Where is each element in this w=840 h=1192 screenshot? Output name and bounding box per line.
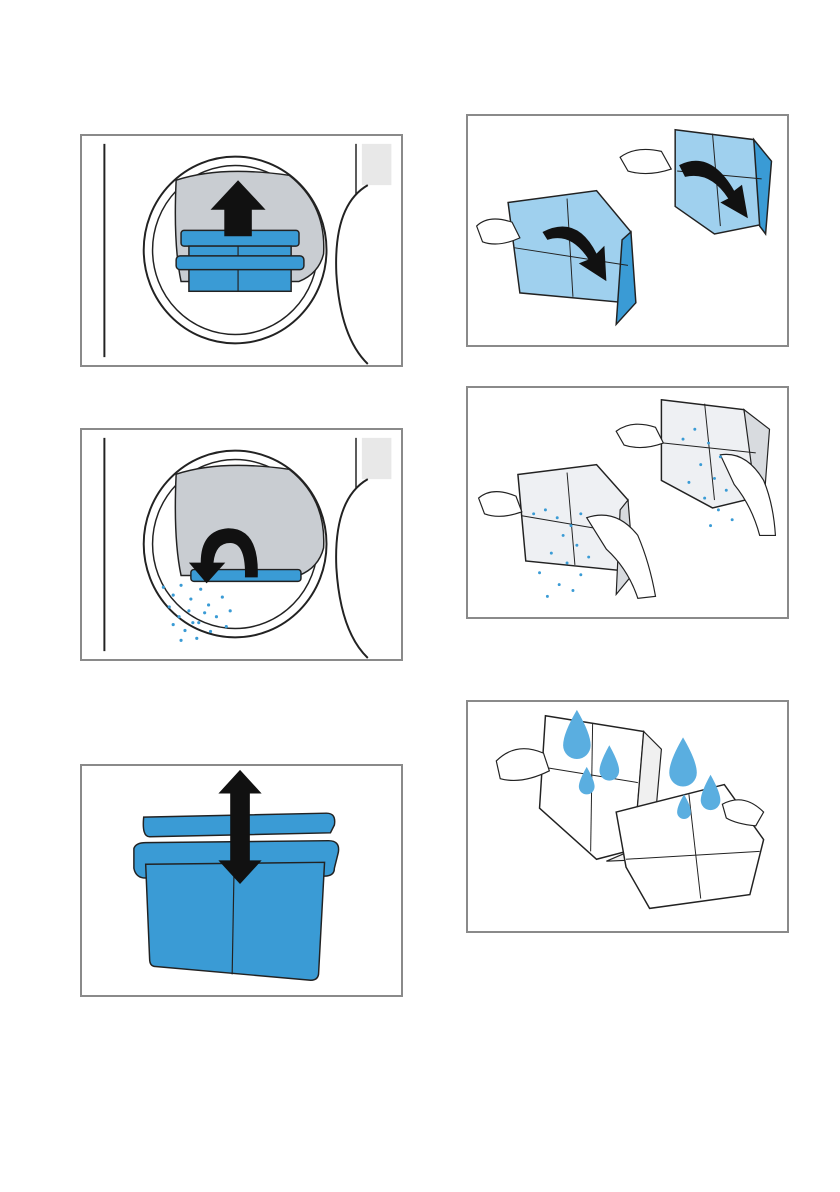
illustration-remove-lint-by-hand: [466, 386, 789, 619]
illustration-lift-filter-out: [80, 134, 403, 367]
illustration-rinse-filter: [466, 700, 789, 933]
illustration-remove-lint-from-housing: [80, 428, 403, 661]
rinse-filter-under-water-icon: [468, 702, 787, 931]
separate-filter-parts-icon: [82, 766, 401, 995]
lift-filter-out-arrow-up-icon: [82, 136, 401, 365]
illustration-open-filter: [466, 114, 789, 347]
remove-lint-by-hand-icon: [468, 388, 787, 617]
illustration-separate-filter: [80, 764, 403, 997]
open-filter-icon: [468, 116, 787, 345]
remove-lint-from-filter-housing-icon: [82, 430, 401, 659]
